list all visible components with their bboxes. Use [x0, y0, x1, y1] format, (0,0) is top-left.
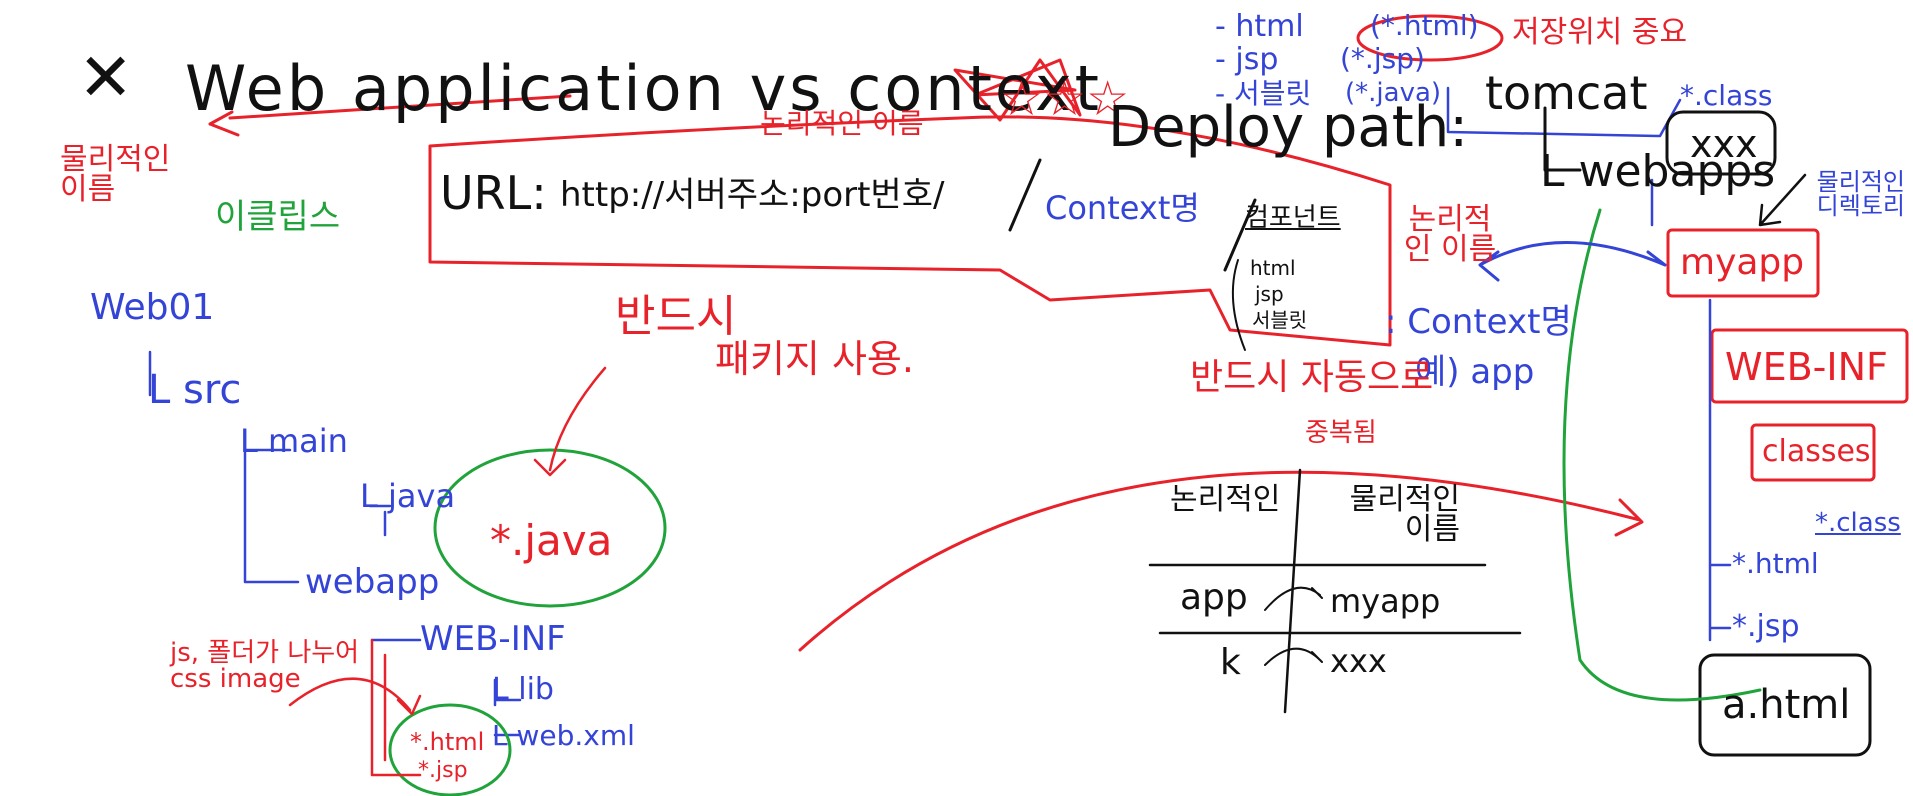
file-type-kind: - jsp	[1215, 42, 1279, 77]
project-webapp: webapp	[305, 562, 440, 602]
webapps-label: L webapps	[1540, 146, 1776, 197]
mapping-physical-cell: myapp	[1330, 582, 1441, 620]
title-star-mark: ✕	[78, 39, 134, 116]
red-arc-arrow-deploy	[798, 470, 1644, 652]
myapp-box	[1666, 228, 1820, 298]
js-css-image-note: js, 폴더가 나누어 css image	[170, 638, 360, 694]
a-html-box	[1698, 653, 1872, 757]
myapp-label: myapp	[1680, 242, 1805, 283]
file-type-ext: (*.html)	[1370, 9, 1479, 42]
green-circle-web-files	[388, 703, 512, 796]
project-web-inf: WEB-INF	[420, 619, 566, 659]
red-stars-scribble	[953, 58, 1082, 122]
physical-name-note: 물리적인 이름	[60, 142, 171, 207]
context-name-note: : Context명	[1385, 302, 1572, 342]
red-arrow-to-java	[533, 366, 607, 477]
file-type-kind: - 서블릿	[1215, 77, 1312, 110]
url-slash-line	[1008, 158, 1257, 272]
classes-label: classes	[1762, 434, 1871, 469]
project-java: L java	[360, 477, 456, 515]
red-arrow-js-css	[288, 677, 422, 716]
project-lib: L lib	[492, 672, 554, 707]
java-files: *.java	[490, 516, 613, 565]
red-strike-arrow	[208, 94, 572, 137]
logical-name-top-note: 논리적인 이름	[760, 107, 924, 140]
title-stars: ☆☆☆	[1000, 71, 1130, 127]
file-type-ext: (*.java)	[1345, 78, 1442, 108]
classes-box	[1750, 423, 1876, 482]
red-circle-file-types	[1356, 14, 1504, 62]
url-box-outline	[428, 115, 1392, 347]
mapping-logical-cell: k	[1220, 642, 1241, 683]
mapping-physical-cell: xxx	[1330, 642, 1387, 680]
project-web-xml: L web.xml	[492, 719, 635, 752]
html-file-label: *.html	[1732, 547, 1819, 580]
project-root: Web01	[90, 287, 215, 328]
duplicated-note: 중복됨	[1305, 418, 1377, 448]
context-name-label: Context명	[1045, 189, 1200, 227]
black-arrow-myapp	[1758, 173, 1807, 227]
web-inf-box	[1710, 328, 1909, 404]
storage-location-note: 저장위치 중요	[1512, 15, 1688, 50]
logical-name-right-note: 논리적인 이름	[1403, 202, 1497, 267]
mapping-logical-cell: app	[1180, 577, 1248, 618]
webapps-l-line	[1543, 106, 1582, 172]
jsp-files: *.jsp	[418, 758, 468, 783]
file-type-kind: - html	[1215, 9, 1304, 44]
components-title: 컴포넌트	[1245, 203, 1341, 233]
mapping-table-lines	[1148, 468, 1522, 714]
url-label: URL:	[440, 166, 547, 220]
example-app-note: 예) app	[1415, 352, 1535, 392]
component-item: html	[1250, 256, 1296, 280]
project-src: L src	[148, 367, 242, 413]
file-type-ext: (*.jsp)	[1340, 42, 1425, 75]
must-auto-note: 반드시 자동으로	[1190, 357, 1434, 398]
eclipse-note: 이클립스	[215, 197, 341, 237]
blue-double-arrow	[1478, 241, 1667, 282]
mapping-arrow-row1	[1264, 586, 1323, 611]
component-item: 서블릿	[1252, 308, 1308, 332]
project-main: L main	[240, 422, 348, 460]
html-files: *.html	[410, 728, 485, 756]
components-brace	[1231, 259, 1246, 351]
green-loop-myapp	[1562, 208, 1762, 702]
green-circle-java	[433, 448, 667, 608]
jsp-file-label: *.jsp	[1732, 609, 1800, 644]
red-bracket-webinf	[370, 638, 422, 777]
component-item: jsp	[1255, 282, 1284, 306]
xxx-box	[1665, 110, 1777, 176]
mapping-arrow-row2	[1264, 647, 1323, 666]
package-usage-note: 패키지 사용.	[715, 337, 914, 381]
xxx-label: xxx	[1690, 122, 1758, 166]
class-file-top: *.class	[1680, 79, 1773, 112]
must-note: 반드시	[615, 291, 737, 342]
web-inf-label: WEB-INF	[1725, 345, 1888, 389]
tomcat-label: tomcat	[1485, 66, 1648, 120]
a-html-label: a.html	[1722, 682, 1851, 728]
diagram-title: Web application vs context	[185, 52, 1102, 125]
deploy-tree-lines	[1650, 178, 1732, 642]
physical-dir-note: 물리적인 디렉토리	[1816, 168, 1905, 220]
mapping-header-physical: 물리적인 이름	[1349, 482, 1460, 547]
deploy-path-label: Deploy path:	[1108, 95, 1469, 160]
url-value: http://서버주소:port번호/	[560, 175, 945, 215]
mapping-header-logical: 논리적인	[1170, 482, 1281, 517]
class-file-label: *.class	[1815, 508, 1901, 538]
